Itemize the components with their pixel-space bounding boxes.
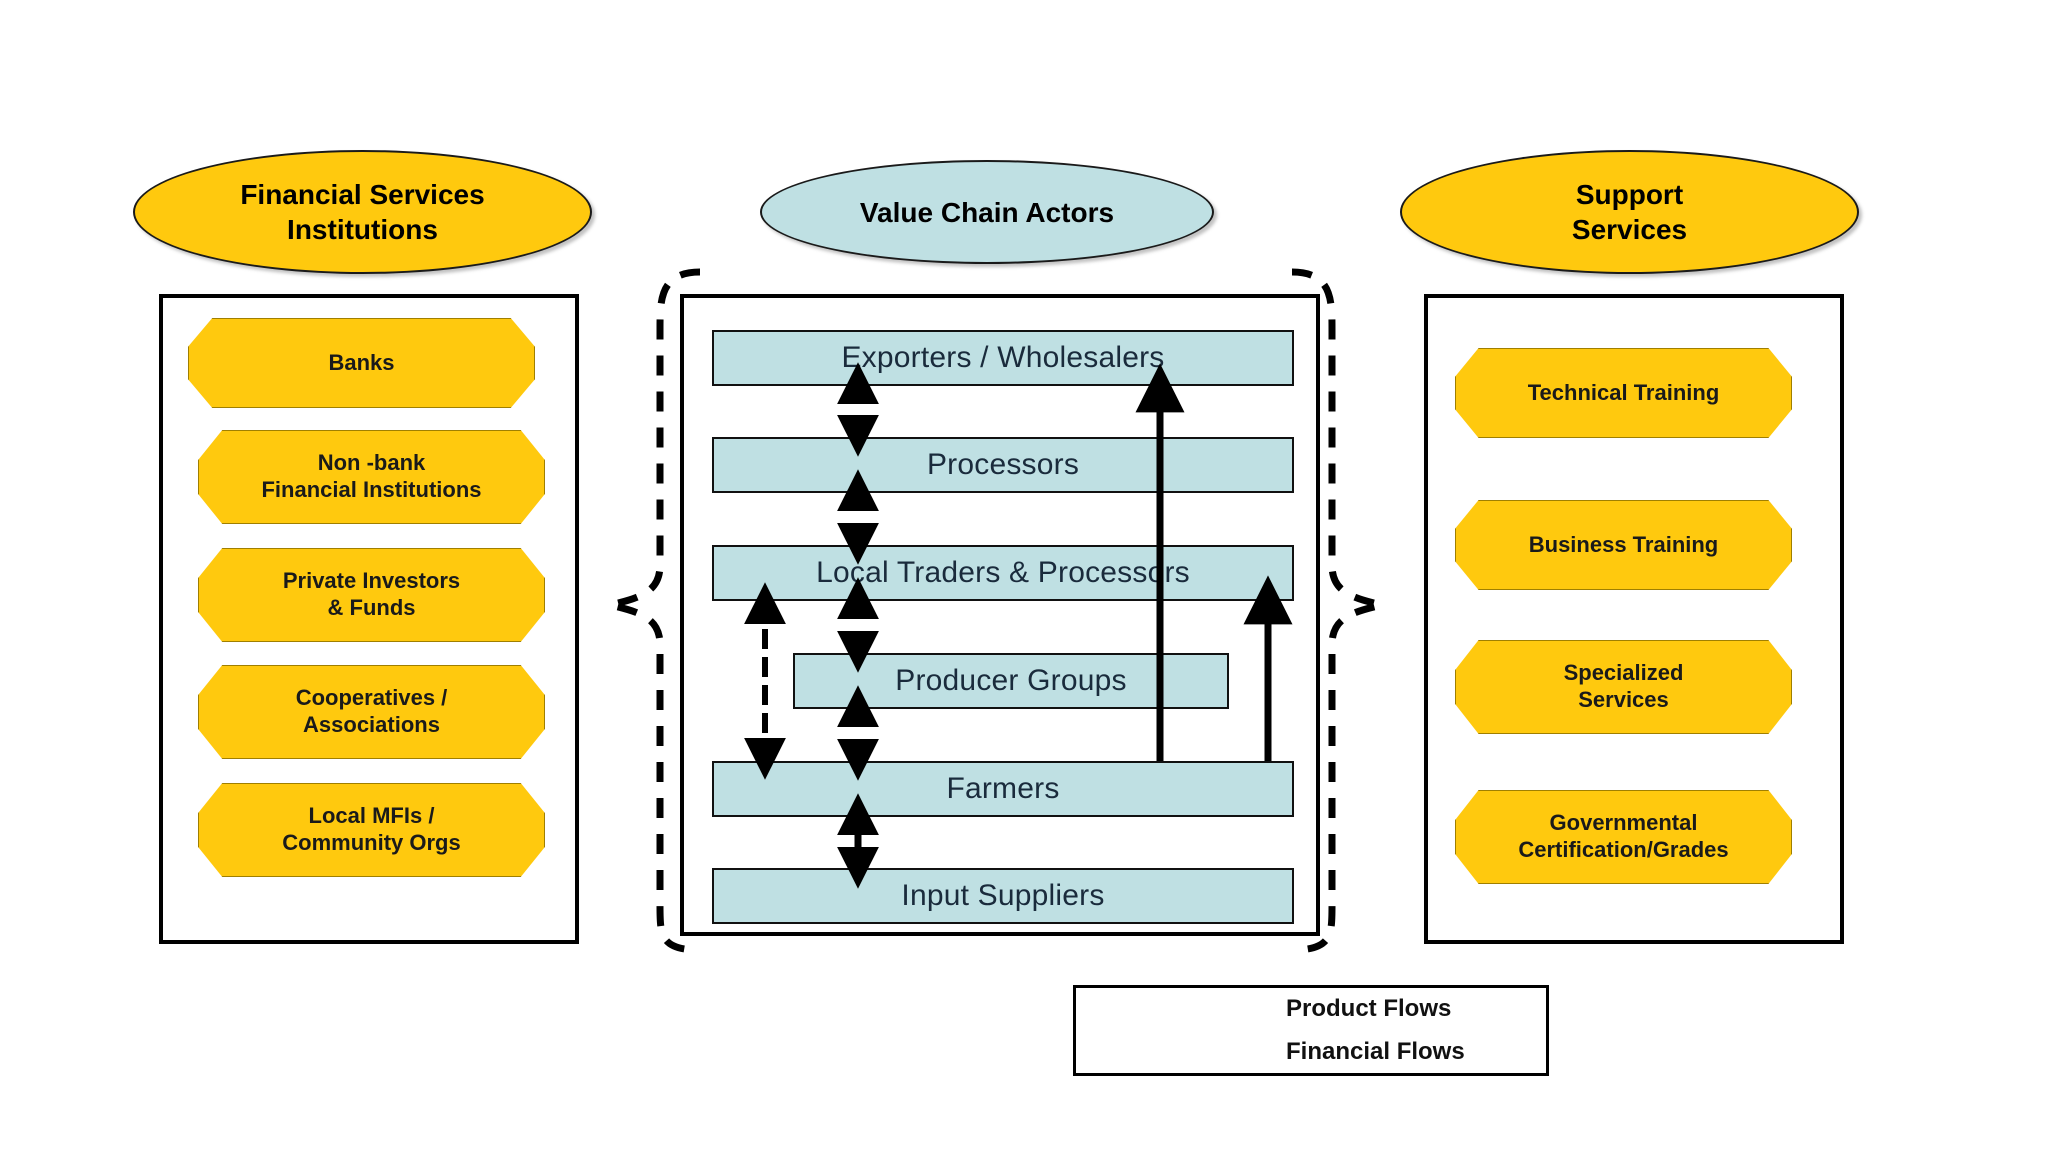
financial-item-mfi-line1: Local MFIs /: [308, 803, 435, 829]
financial-item-coop-line2: Associations: [303, 712, 440, 737]
financial-item-cooperatives-associations[interactable]: Cooperatives / Associations: [198, 665, 545, 759]
support-item-governmental-line1: Governmental: [1549, 810, 1698, 836]
chain-item-input-suppliers-label: Input Suppliers: [901, 879, 1105, 912]
support-item-specialized-services[interactable]: Specialized Services: [1455, 640, 1792, 734]
financial-item-private-investors-funds[interactable]: Private Investors & Funds: [198, 548, 545, 642]
chain-item-local-traders-label: Local Traders & Processors: [816, 556, 1190, 589]
chain-item-local-traders-processors[interactable]: Local Traders & Processors: [712, 545, 1294, 601]
legend-row-product-flows: Product Flows: [1076, 988, 1546, 1031]
chain-item-processors-label: Processors: [926, 448, 1080, 481]
financial-item-banks[interactable]: Banks: [188, 318, 535, 408]
financial-item-nonbank-line1: Non -bank: [317, 450, 426, 476]
support-item-business-training[interactable]: Business Training: [1455, 500, 1792, 590]
legend-solid-arrow-icon: [1094, 998, 1264, 1020]
support-services-header-line2: Services: [1571, 214, 1688, 245]
legend-label-financial-flows: Financial Flows: [1286, 1037, 1465, 1065]
support-services-header-ellipse: Support Services: [1400, 150, 1859, 274]
chain-item-processors[interactable]: Processors: [712, 437, 1294, 493]
financial-services-header-line2: Institutions: [287, 214, 438, 245]
support-item-technical-training-label: Technical Training: [1527, 379, 1720, 405]
financial-item-coop-line1: Cooperatives /: [295, 685, 448, 711]
support-services-header-line1: Support: [1575, 179, 1684, 210]
chain-item-exporters-wholesalers[interactable]: Exporters / Wholesalers: [712, 330, 1294, 386]
legend-dashed-arrow-icon: [1094, 1041, 1264, 1063]
chain-item-input-suppliers[interactable]: Input Suppliers: [712, 868, 1294, 924]
chain-item-farmers[interactable]: Farmers: [712, 761, 1294, 817]
chain-item-producer-groups[interactable]: Producer Groups: [793, 653, 1229, 709]
chain-item-producer-groups-label: Producer Groups: [895, 664, 1127, 697]
chain-item-farmers-label: Farmers: [946, 772, 1060, 805]
financial-services-header-ellipse: Financial Services Institutions: [133, 150, 592, 274]
support-item-specialized-line2: Services: [1578, 687, 1669, 712]
financial-item-non-bank-financial-institutions[interactable]: Non -bank Financial Institutions: [198, 430, 545, 524]
legend-label-product-flows: Product Flows: [1286, 995, 1452, 1023]
financial-item-mfi-line2: Community Orgs: [282, 830, 461, 855]
support-item-technical-training[interactable]: Technical Training: [1455, 348, 1792, 438]
legend-box: Product Flows Financial Flows: [1073, 985, 1549, 1076]
value-chain-panel: [680, 294, 1320, 936]
financial-services-header-line1: Financial Services: [240, 179, 485, 210]
financial-item-nonbank-line2: Financial Institutions: [261, 477, 482, 502]
chain-item-exporters-label: Exporters / Wholesalers: [841, 341, 1165, 374]
support-item-specialized-line1: Specialized: [1563, 660, 1684, 686]
value-chain-header-ellipse: Value Chain Actors: [760, 160, 1214, 264]
support-item-governmental-line2: Certification/Grades: [1518, 837, 1729, 862]
financial-item-private-line2: & Funds: [327, 595, 416, 620]
support-item-governmental-certification-grades[interactable]: Governmental Certification/Grades: [1455, 790, 1792, 884]
financial-item-private-line1: Private Investors: [282, 568, 461, 594]
value-chain-header-label: Value Chain Actors: [859, 196, 1115, 228]
support-item-business-training-label: Business Training: [1528, 531, 1719, 557]
legend-row-financial-flows: Financial Flows: [1076, 1031, 1546, 1074]
financial-item-banks-label: Banks: [328, 349, 395, 375]
financial-item-local-mfis-community-orgs[interactable]: Local MFIs / Community Orgs: [198, 783, 545, 877]
